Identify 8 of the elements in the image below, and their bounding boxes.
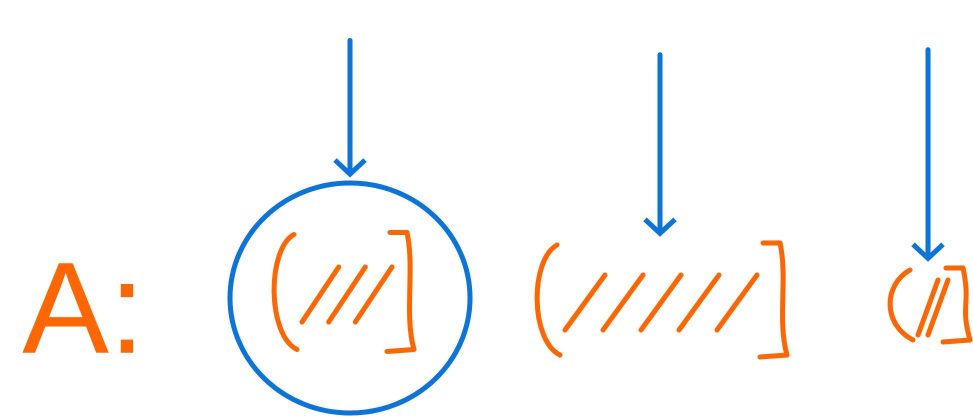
circle — [228, 180, 472, 416]
bracket-drawing — [272, 230, 416, 354]
arrow — [643, 52, 677, 237]
arrow — [333, 38, 367, 178]
bracket-drawing — [534, 240, 790, 360]
bracket-drawing — [888, 266, 973, 344]
label: A: — [22, 263, 134, 353]
arrow — [911, 47, 945, 262]
